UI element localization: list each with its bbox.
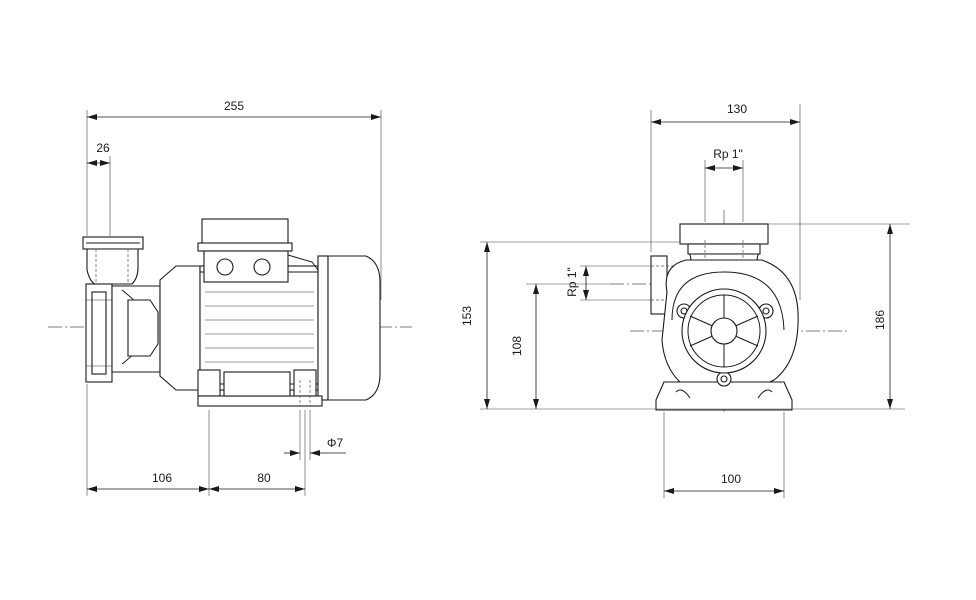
- side-view: 255 26 106 80 Φ7: [48, 99, 412, 496]
- pump-front-body: [650, 223, 799, 411]
- label-overall-length: 255: [224, 99, 244, 113]
- label-inlet-offset: 26: [96, 141, 110, 155]
- label-inlet-thread: Rp 1": [565, 267, 579, 297]
- label-total-height: 186: [873, 310, 887, 330]
- label-outlet-height: 153: [460, 306, 474, 326]
- front-view: 130 Rp 1" 186 153 108 Rp 1" 100: [460, 102, 910, 498]
- label-foot-spacing: 80: [257, 471, 271, 485]
- label-foot-spacing-front: 100: [721, 472, 741, 486]
- label-outlet-thread: Rp 1": [713, 147, 743, 161]
- label-width: 130: [727, 102, 747, 116]
- label-axis-height: 108: [510, 336, 524, 356]
- motor-body: [159, 218, 381, 407]
- label-foot-offset: 106: [152, 471, 172, 485]
- pump-housing: [82, 236, 161, 383]
- label-hole-diameter: Φ7: [327, 436, 344, 450]
